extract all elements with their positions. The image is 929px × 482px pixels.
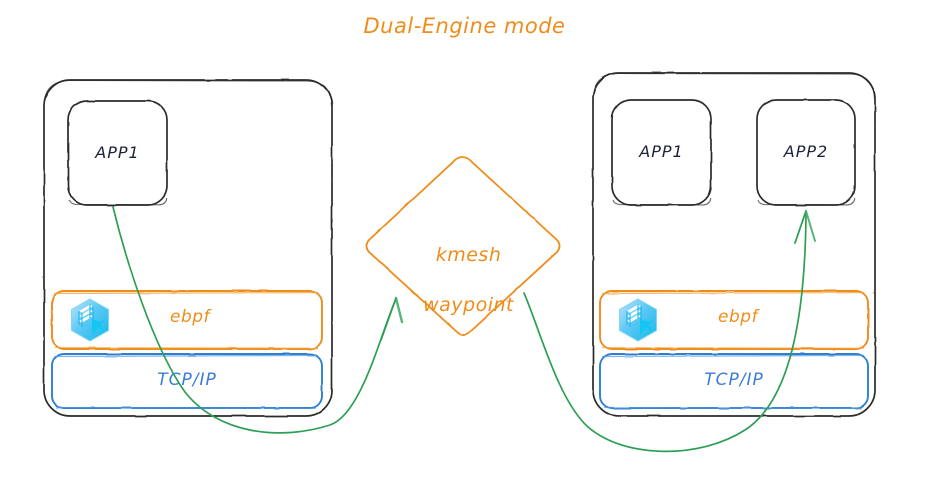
- left-app1-label: APP1: [95, 143, 140, 162]
- arrow-waypoint-to-right-app2: [523, 210, 816, 453]
- page-title: Dual-Engine mode: [363, 14, 566, 38]
- right-app2-box[interactable]: [756, 99, 856, 206]
- left-tcpip-layer[interactable]: [51, 353, 323, 409]
- arrow-left-app1-to-waypoint: [112, 206, 404, 434]
- ebpf-cube-icon: [71, 298, 109, 342]
- right-tcpip-layer[interactable]: [599, 353, 869, 409]
- ebpf-cube-icon: [619, 298, 657, 342]
- right-app2-label: APP2: [783, 142, 829, 161]
- waypoint-label-line1: kmesh: [435, 244, 502, 267]
- right-ebpf-label: ebpf: [717, 307, 759, 327]
- right-tcpip-label: TCP/IP: [704, 370, 764, 390]
- waypoint-label: kmesh waypoint: [392, 218, 532, 318]
- left-ebpf-label: ebpf: [169, 307, 211, 327]
- left-app1-box[interactable]: [67, 100, 168, 206]
- kmesh-waypoint-diamond[interactable]: [365, 156, 561, 336]
- right-app1-label: APP1: [639, 142, 684, 161]
- right-app1-box[interactable]: [611, 99, 712, 206]
- left-ebpf-layer[interactable]: [51, 290, 323, 350]
- waypoint-label-line2: waypoint: [423, 294, 514, 317]
- left-tcpip-label: TCP/IP: [157, 370, 217, 390]
